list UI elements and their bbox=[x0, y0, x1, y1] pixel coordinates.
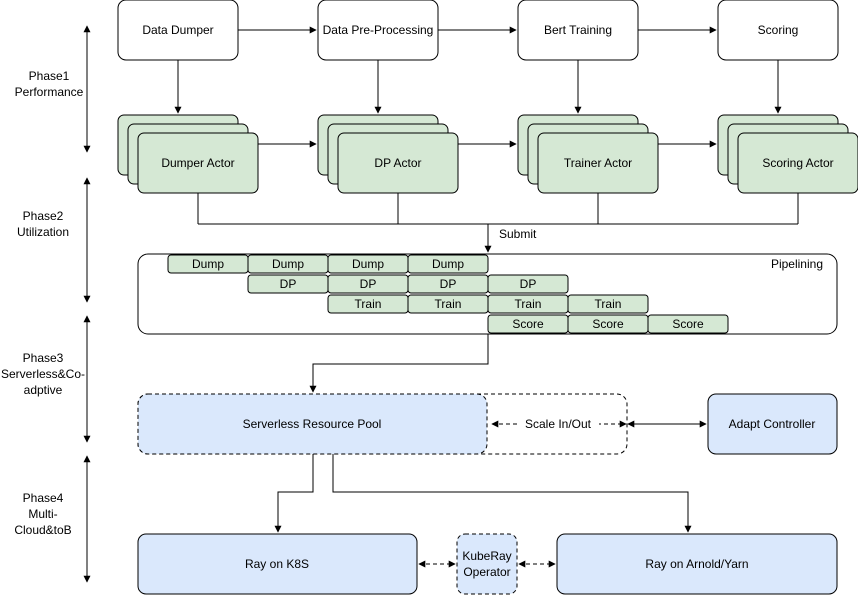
phase2-line2: Utilization bbox=[17, 225, 69, 239]
pipeline-row-dp: DP DP DP DP bbox=[247, 274, 569, 294]
actor-trainer-label: Trainer Actor bbox=[564, 156, 632, 170]
actor-dumper-label: Dumper Actor bbox=[161, 156, 234, 170]
pipeline-cell: Dump bbox=[432, 257, 464, 271]
pool-to-k8s-arrow bbox=[274, 454, 314, 533]
pipeline-cell: Dump bbox=[352, 257, 384, 271]
pipeline-cell: Dump bbox=[272, 257, 304, 271]
actor-dp-label: DP Actor bbox=[374, 156, 421, 170]
stage-scoring-label: Scoring bbox=[758, 23, 799, 37]
stage-data-preprocessing-label: Data Pre-Processing bbox=[323, 23, 434, 37]
phase4-line3: Cloud&toB bbox=[14, 523, 71, 537]
pipeline-cell: DP bbox=[440, 277, 457, 291]
submit-label: Submit bbox=[499, 227, 537, 241]
phase3-line3: adptive bbox=[24, 383, 63, 397]
kuberay-operator-line2: Operator bbox=[463, 565, 510, 579]
pipeline-cell: DP bbox=[280, 277, 297, 291]
adapt-controller: Adapt Controller bbox=[707, 393, 838, 455]
pipeline-cell: Score bbox=[672, 317, 704, 331]
actor-stack-trainer: Trainer Actor bbox=[517, 114, 659, 194]
pipeline-cell: DP bbox=[360, 277, 377, 291]
pipeline-cell: Train bbox=[515, 297, 542, 311]
submit-bus bbox=[197, 193, 799, 253]
pipeline-cell: Dump bbox=[192, 257, 224, 271]
phase4-line2: Multi- bbox=[28, 507, 57, 521]
serverless-resource-pool bbox=[137, 393, 488, 455]
pipeline-to-pool-arrow bbox=[309, 334, 489, 393]
pipelining-label: Pipelining bbox=[771, 257, 823, 271]
ray-on-k8s-label: Ray on K8S bbox=[245, 557, 309, 571]
phase1-line1: Phase1 bbox=[29, 69, 70, 83]
actor-scoring-label: Scoring Actor bbox=[762, 156, 833, 170]
scale-in-out-label: Scale In/Out bbox=[525, 417, 592, 431]
actor-stack-scoring: Scoring Actor bbox=[717, 114, 858, 194]
stage-data-preprocessing: Data Pre-Processing bbox=[317, 0, 439, 61]
stage-scoring: Scoring bbox=[717, 0, 839, 61]
stage-bert-training: Bert Training bbox=[517, 0, 639, 61]
pipeline-cell: Train bbox=[435, 297, 462, 311]
pipeline-cell: Score bbox=[592, 317, 624, 331]
pipeline-cell: DP bbox=[520, 277, 537, 291]
pipeline-cell: Train bbox=[355, 297, 382, 311]
phase1-line2: Performance bbox=[15, 85, 84, 99]
phase3-line2: Serverless&Co- bbox=[1, 367, 85, 381]
pipeline-cell: Score bbox=[512, 317, 544, 331]
actor-stack-dp: DP Actor bbox=[317, 114, 459, 194]
stage-data-dumper: Data Dumper bbox=[117, 0, 239, 61]
actor-stack-dumper: Dumper Actor bbox=[117, 114, 259, 194]
stage-bert-training-label: Bert Training bbox=[544, 23, 612, 37]
ray-on-arnold-yarn-label: Ray on Arnold/Yarn bbox=[645, 557, 748, 571]
stage-data-dumper-label: Data Dumper bbox=[142, 23, 213, 37]
phase3-line1: Phase3 bbox=[23, 351, 64, 365]
phase2-line1: Phase2 bbox=[23, 209, 64, 223]
phase4-line1: Phase4 bbox=[23, 491, 64, 505]
pool-to-arnold-arrow bbox=[332, 454, 692, 533]
stage-to-actor-arrows bbox=[174, 60, 782, 114]
pipeline-row-train: Train Train Train Train bbox=[327, 294, 649, 314]
adapt-controller-label: Adapt Controller bbox=[729, 417, 816, 431]
pipeline-row-dump: Dump Dump Dump Dump bbox=[167, 254, 489, 274]
pipeline-cell: Train bbox=[595, 297, 622, 311]
kuberay-operator-line1: KubeRay bbox=[462, 549, 511, 563]
ray-on-arnold-yarn: Ray on Arnold/Yarn bbox=[556, 533, 838, 595]
ray-on-k8s: Ray on K8S bbox=[137, 533, 418, 595]
pipeline-row-score: Score Score Score bbox=[487, 314, 729, 334]
serverless-resource-pool-label: Serverless Resource Pool bbox=[243, 417, 382, 431]
kuberay-operator: KubeRay Operator bbox=[456, 533, 518, 595]
